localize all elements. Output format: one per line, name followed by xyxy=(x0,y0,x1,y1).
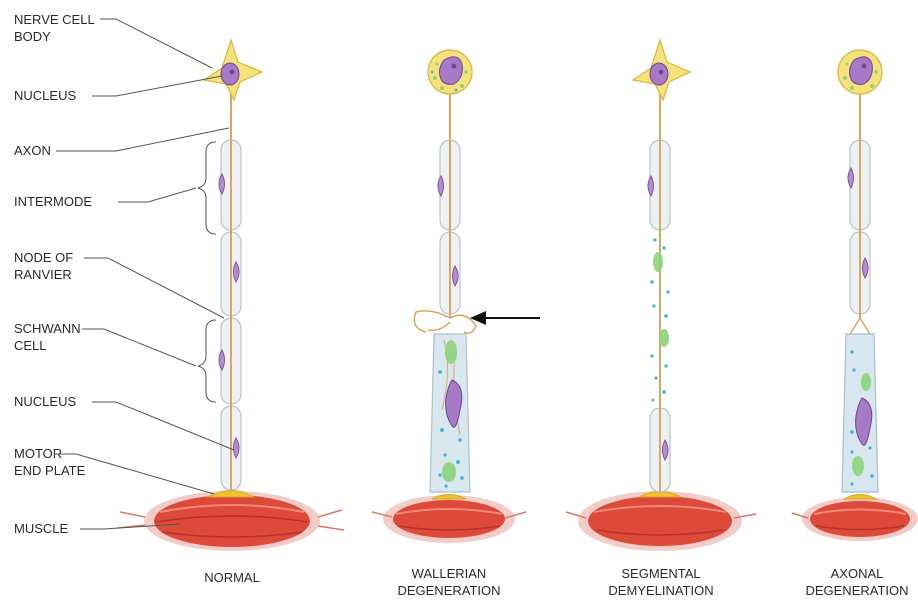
normal-nucleus xyxy=(221,63,239,85)
axonal-neuron xyxy=(792,50,918,541)
normal-myelin-segments xyxy=(221,140,241,490)
label-intermode: INTERMODE xyxy=(14,194,92,209)
label-schwann-cell-line2: CELL xyxy=(14,338,47,353)
label-motor-end-plate-line2: END PLATE xyxy=(14,463,86,478)
caption-segmental-line1: SEGMENTAL xyxy=(621,566,700,581)
caption-wallerian-line2: DEGENERATION xyxy=(397,583,500,598)
label-nerve-cell-body-line2: BODY xyxy=(14,29,51,44)
label-nerve-cell-body-line1: NERVE CELL xyxy=(14,12,95,27)
segmental-muscle xyxy=(566,491,756,551)
label-node-of-ranvier-line1: NODE OF xyxy=(14,250,73,265)
caption-segmental-line2: DEMYELINATION xyxy=(608,583,713,598)
axonal-muscle xyxy=(792,497,918,541)
wallerian-cell-body xyxy=(428,50,472,94)
axonal-end-plate xyxy=(844,495,876,500)
injury-arrow xyxy=(470,311,540,325)
left-labels: NERVE CELL BODY NUCLEUS AXON INTERMODE N… xyxy=(14,12,234,536)
caption-axonal-line2: DEGENERATION xyxy=(805,583,908,598)
caption-normal: NORMAL xyxy=(204,570,260,585)
axonal-cell-body xyxy=(838,50,882,94)
caption-axonal-line1: AXONAL xyxy=(831,566,884,581)
label-axon: AXON xyxy=(14,143,51,158)
label-schwann-cell-line1: SCHWANN xyxy=(14,321,81,336)
normal-neuron xyxy=(118,40,344,551)
normal-muscle xyxy=(118,491,344,551)
label-nucleus-top: NUCLEUS xyxy=(14,88,76,103)
caption-wallerian-line1: WALLERIAN xyxy=(412,566,487,581)
wallerian-end-plate xyxy=(432,495,466,500)
segmental-cell-body xyxy=(633,40,690,100)
wallerian-muscle xyxy=(372,495,526,543)
segmental-neuron xyxy=(566,40,756,551)
captions: NORMAL WALLERIAN DEGENERATION SEGMENTAL … xyxy=(204,566,908,598)
label-node-of-ranvier-line2: RANVIER xyxy=(14,267,72,282)
label-muscle: MUSCLE xyxy=(14,521,69,536)
label-nucleus-bottom: NUCLEUS xyxy=(14,394,76,409)
normal-cell-body xyxy=(204,40,262,100)
wallerian-neuron xyxy=(372,50,540,543)
